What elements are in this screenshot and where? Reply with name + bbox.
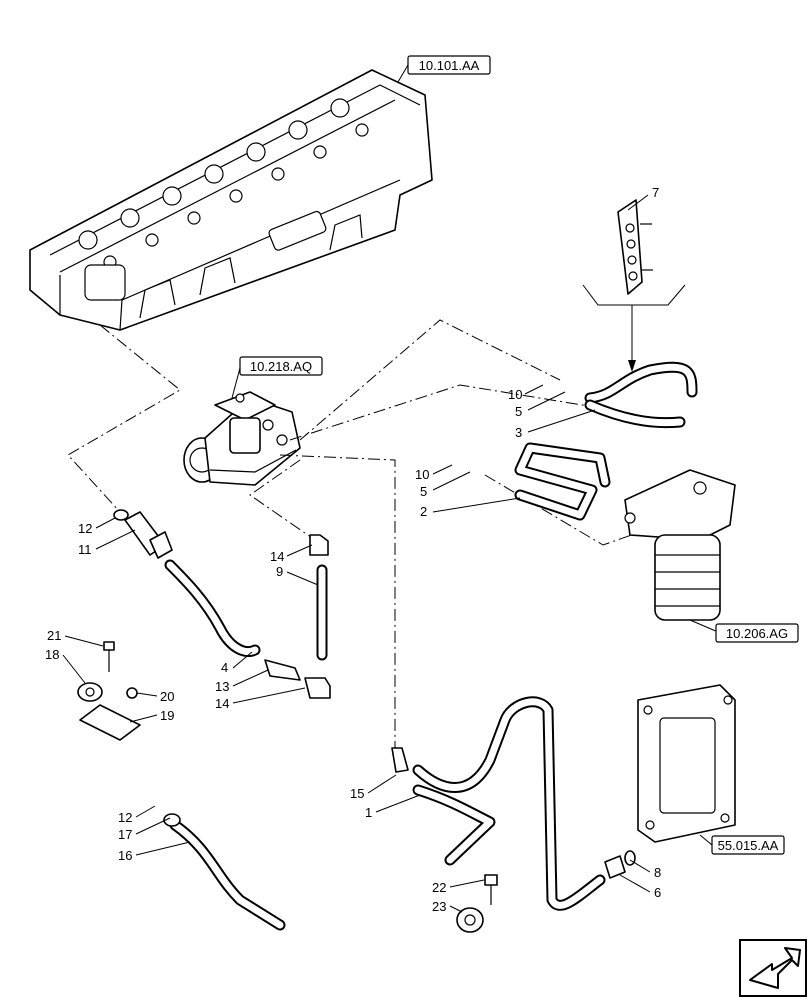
ecu-module — [637, 684, 736, 843]
ref-fuel-filter[interactable]: 10.206.AG — [689, 619, 799, 643]
svg-text:10.101.AA: 10.101.AA — [419, 58, 480, 73]
part-2-pipe — [514, 442, 611, 521]
callout-1: 1 — [365, 805, 372, 820]
callout-2: 2 — [420, 504, 427, 519]
part-7-bracket — [582, 199, 686, 372]
part-23-clamp — [456, 907, 484, 933]
callout-17: 17 — [118, 827, 132, 842]
part-17-fitting — [163, 813, 181, 827]
part-6-fitting — [604, 850, 636, 879]
part-15-fitting — [391, 747, 409, 773]
callout-3: 3 — [515, 425, 522, 440]
callout-6: 6 — [654, 885, 661, 900]
svg-text:10.218.AQ: 10.218.AQ — [250, 359, 312, 374]
fuel-filter — [624, 469, 736, 621]
part-20-nut — [126, 687, 138, 699]
callout-20: 20 — [160, 689, 174, 704]
callout-5-mid: 5 — [420, 484, 427, 499]
ref-ecu[interactable]: 55.015.AA — [699, 834, 785, 855]
part-22-bolt — [484, 874, 498, 905]
svg-text:10.206.AG: 10.206.AG — [726, 626, 788, 641]
cylinder-head — [29, 69, 433, 331]
callout-15: 15 — [350, 786, 364, 801]
ref-cylinder-head[interactable]: 10.101.AA — [397, 55, 491, 83]
ref-injection-pump[interactable]: 10.218.AQ — [231, 356, 323, 399]
part-14-elbow — [304, 534, 331, 699]
callout-9: 9 — [276, 564, 283, 579]
callout-7: 7 — [652, 185, 659, 200]
callouts: 7 10 5 3 10 5 2 12 11 14 9 21 18 — [45, 185, 661, 914]
callout-11: 11 — [78, 542, 92, 557]
part-16-pipe — [169, 819, 286, 931]
callout-21: 21 — [47, 628, 61, 643]
callout-22: 22 — [432, 880, 446, 895]
callout-23: 23 — [432, 899, 446, 914]
part-13-fitting — [264, 659, 301, 681]
callout-8: 8 — [654, 865, 661, 880]
part-4-pipe — [164, 559, 261, 657]
callout-10-top: 10 — [508, 387, 522, 402]
callout-5-top: 5 — [515, 404, 522, 419]
svg-text:55.015.AA: 55.015.AA — [718, 838, 779, 853]
part-21-bolt — [103, 641, 115, 672]
callout-19: 19 — [160, 708, 174, 723]
callout-12-top: 12 — [78, 521, 92, 536]
callout-18: 18 — [45, 647, 59, 662]
callout-12-bottom: 12 — [118, 810, 132, 825]
next-page-arrow-icon[interactable] — [739, 939, 807, 997]
callout-14-top: 14 — [270, 549, 284, 564]
part-3-pipe — [584, 361, 698, 429]
injection-pump — [183, 391, 301, 486]
callout-4: 4 — [221, 660, 228, 675]
callout-13: 13 — [215, 679, 229, 694]
part-1-pipe — [412, 696, 606, 911]
callout-10-mid: 10 — [415, 467, 429, 482]
part-18-clamp — [77, 682, 103, 702]
callout-14-bottom: 14 — [215, 696, 229, 711]
part-11-fitting — [113, 509, 173, 559]
part-19-bracket — [79, 704, 141, 741]
callout-16: 16 — [118, 848, 132, 863]
